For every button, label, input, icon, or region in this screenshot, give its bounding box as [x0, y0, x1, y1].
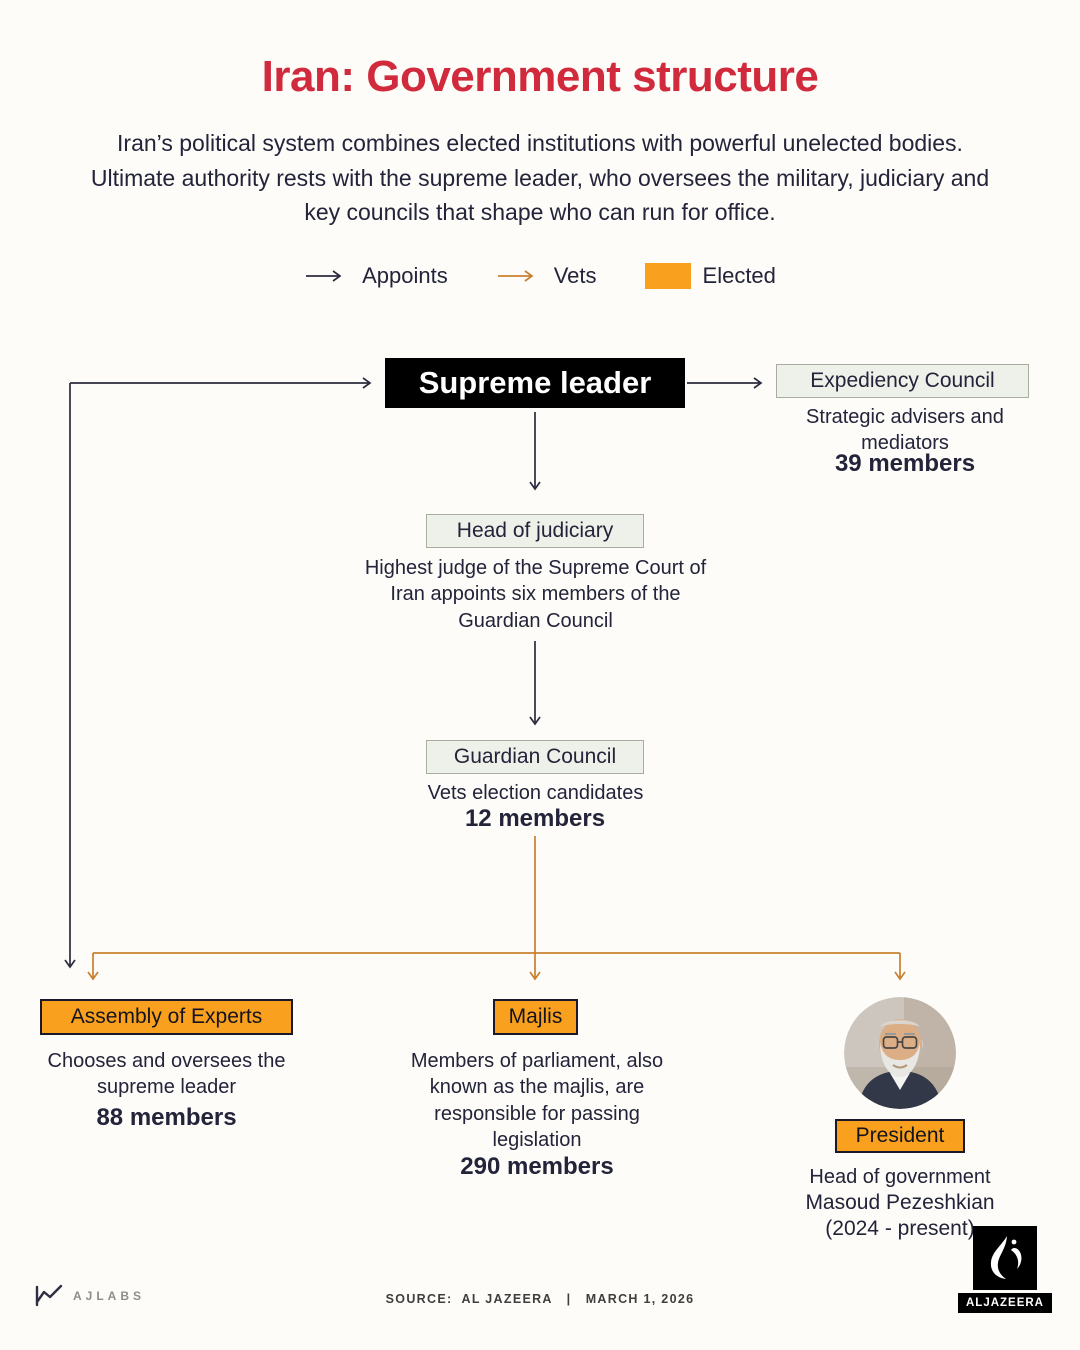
president-name: Masoud Pezeshkian: [805, 1191, 995, 1214]
ajlabs-chart-icon: [35, 1284, 63, 1307]
ajlabs-logo: AJLABS: [34, 1283, 145, 1309]
legend-appoints: Appoints: [304, 263, 448, 289]
appoints-arrow-icon: [306, 270, 342, 282]
guardian-council-members: 12 members: [464, 805, 606, 832]
guardian-council-desc: Vets election candidates: [427, 782, 644, 804]
president-photo: [844, 997, 956, 1109]
assembly-of-experts-desc: Chooses and oversees the supreme leader: [47, 1050, 286, 1099]
ajlabs-wordmark: AJLABS: [73, 1289, 146, 1303]
aljazeera-wordmark: ALJAZEERA: [957, 1293, 1052, 1313]
vets-arrow-icon: [497, 270, 534, 282]
expediency-council-members: 39 members: [834, 450, 976, 477]
node-supreme-leader: Supreme leader: [385, 358, 685, 408]
node-guardian-council: Guardian Council: [426, 740, 644, 774]
majlis-members: 290 members: [460, 1153, 614, 1180]
node-head-of-judiciary: Head of judiciary: [426, 514, 644, 548]
legend-vets: Vets: [496, 263, 597, 289]
president-desc: Head of government: [809, 1166, 991, 1188]
expediency-council-desc: Strategic advisers and mediators: [806, 406, 1004, 455]
legend-appoints-label: Appoints: [362, 263, 448, 288]
node-assembly-of-experts: Assembly of Experts: [40, 999, 293, 1035]
aljazeera-calligraphy-icon: [972, 1226, 1037, 1290]
page-title: Iran: Government structure: [261, 52, 819, 101]
aljazeera-logo: ALJAZEERA: [957, 1226, 1052, 1313]
intro-text: Iran’s political system combines elected…: [90, 130, 990, 225]
source-line: SOURCE: AL JAZEERA | MARCH 1, 2026: [385, 1292, 695, 1306]
assembly-of-experts-members: 88 members: [96, 1104, 237, 1131]
legend: Appoints Vets Elected: [0, 263, 1080, 289]
node-president: President: [835, 1119, 965, 1153]
legend-elected-label: Elected: [702, 263, 776, 288]
legend-vets-label: Vets: [553, 263, 597, 288]
elected-swatch-icon: [644, 263, 691, 289]
president-term: (2024 - present): [825, 1217, 975, 1240]
node-expediency-council: Expediency Council: [776, 364, 1029, 398]
node-majlis: Majlis: [493, 999, 578, 1035]
majlis-desc: Members of parliament, also known as the…: [410, 1050, 664, 1152]
head-of-judiciary-desc: Highest judge of the Supreme Court of Ir…: [364, 557, 707, 632]
legend-elected: Elected: [644, 263, 776, 289]
